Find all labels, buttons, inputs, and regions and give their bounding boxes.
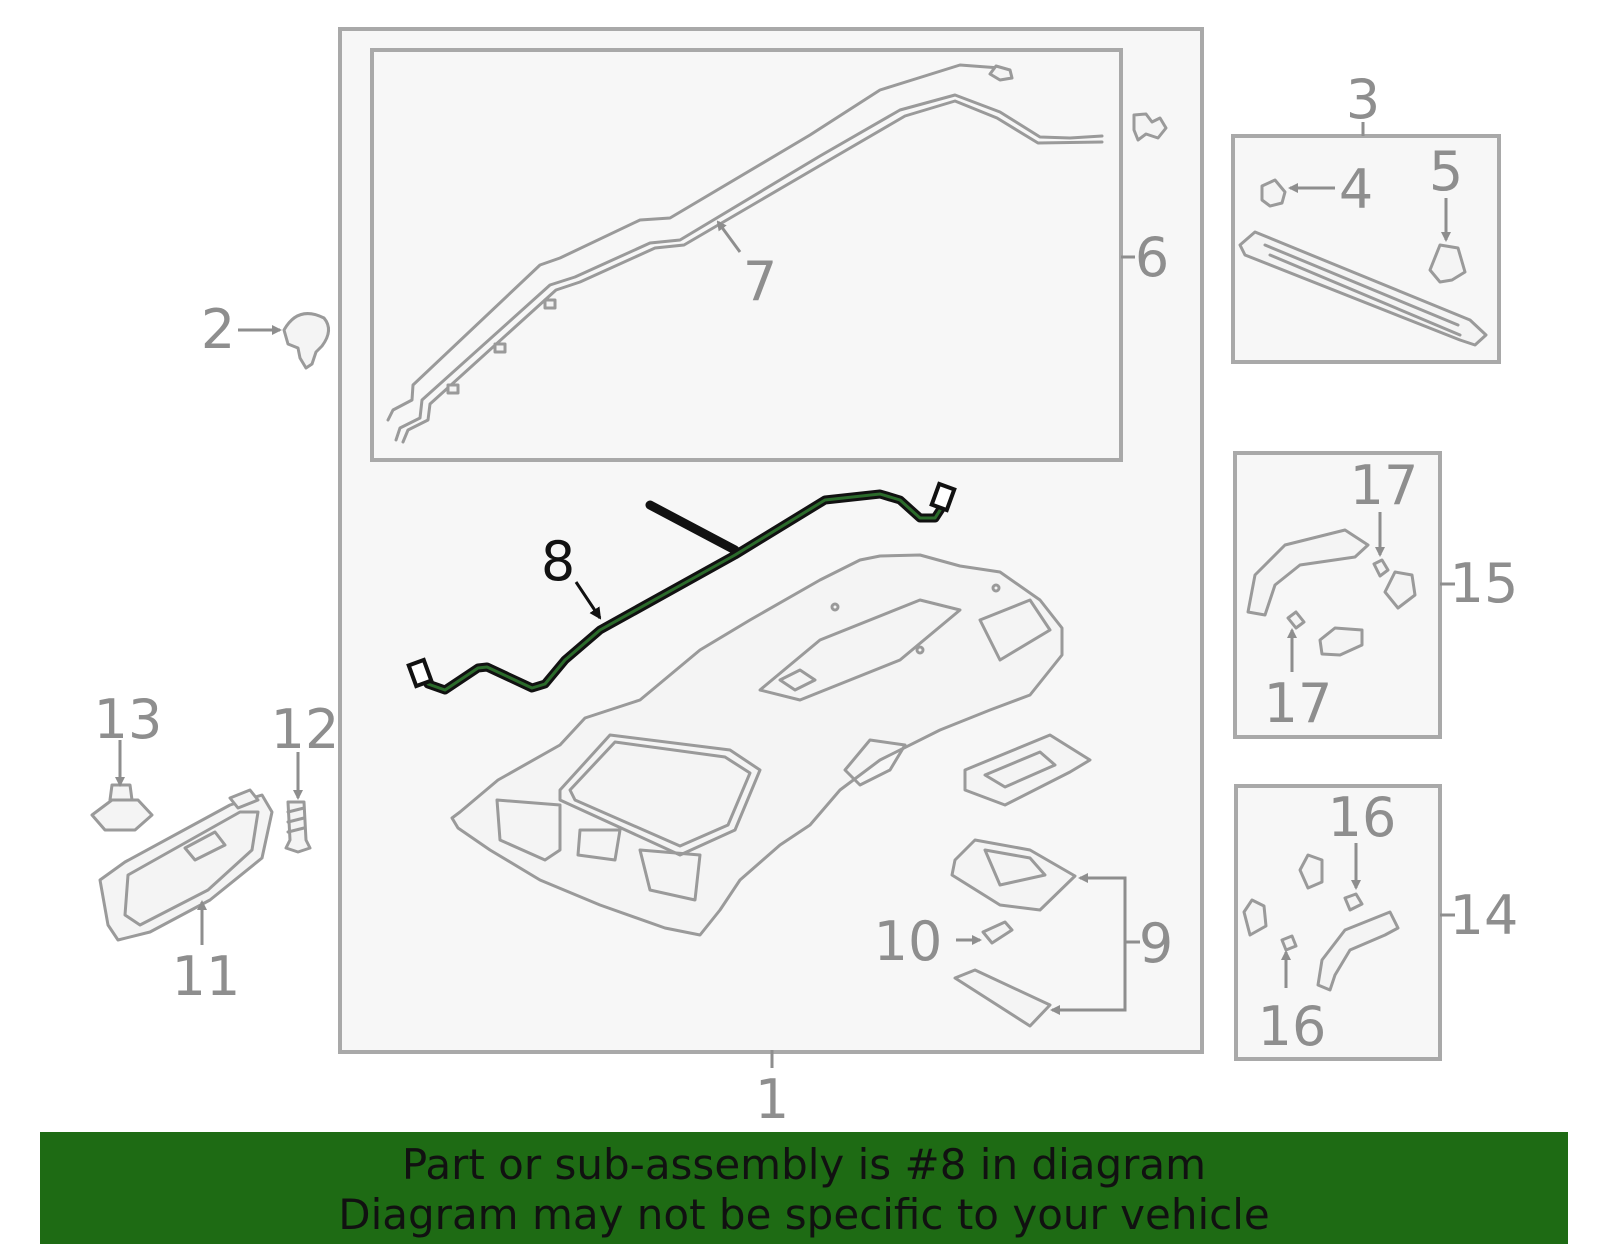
callout-16-upper: 16 bbox=[1328, 786, 1397, 849]
callout-14: 14 bbox=[1450, 884, 1519, 947]
callout-11: 11 bbox=[172, 945, 241, 1008]
banner-line-part: Part or sub-assembly is #8 in diagram bbox=[401, 1140, 1207, 1189]
banner-line-disclaimer: Diagram may not be specific to your vehi… bbox=[338, 1190, 1270, 1239]
callout-1: 1 bbox=[755, 1068, 789, 1131]
callout-5: 5 bbox=[1429, 140, 1463, 203]
box-14 bbox=[1234, 784, 1442, 1061]
callout-10: 10 bbox=[874, 910, 943, 973]
callout-17-lower: 17 bbox=[1264, 672, 1333, 735]
callout-12: 12 bbox=[271, 698, 340, 761]
sun-visor-part-11 bbox=[98, 788, 274, 942]
callout-13: 13 bbox=[94, 688, 163, 751]
callout-16-lower: 16 bbox=[1258, 995, 1327, 1058]
roof-rail-part-7 bbox=[386, 63, 1168, 444]
callout-2: 2 bbox=[201, 298, 235, 361]
clip-part-2 bbox=[282, 312, 330, 370]
info-banner: Part or sub-assembly is #8 in diagram Di… bbox=[40, 1132, 1568, 1244]
grab-handle-part-14 bbox=[1242, 853, 1400, 992]
clip-part-13 bbox=[90, 783, 154, 832]
leader-lines bbox=[115, 122, 1455, 1068]
callout-17-upper: 17 bbox=[1350, 454, 1419, 517]
callout-3: 3 bbox=[1346, 68, 1380, 131]
grab-handle-part-15 bbox=[1246, 528, 1417, 657]
callout-8: 8 bbox=[541, 530, 575, 593]
wiring-harness-part-8 bbox=[406, 481, 957, 695]
callout-15: 15 bbox=[1450, 552, 1519, 615]
trim-part-3 bbox=[1238, 178, 1488, 347]
callout-6: 6 bbox=[1135, 226, 1169, 289]
map-lamp-parts bbox=[950, 733, 1092, 1028]
headliner-panel bbox=[450, 553, 1064, 937]
screw-part-12 bbox=[284, 800, 312, 854]
callout-9: 9 bbox=[1139, 912, 1173, 975]
callout-7: 7 bbox=[743, 250, 777, 313]
callout-4: 4 bbox=[1339, 158, 1373, 221]
